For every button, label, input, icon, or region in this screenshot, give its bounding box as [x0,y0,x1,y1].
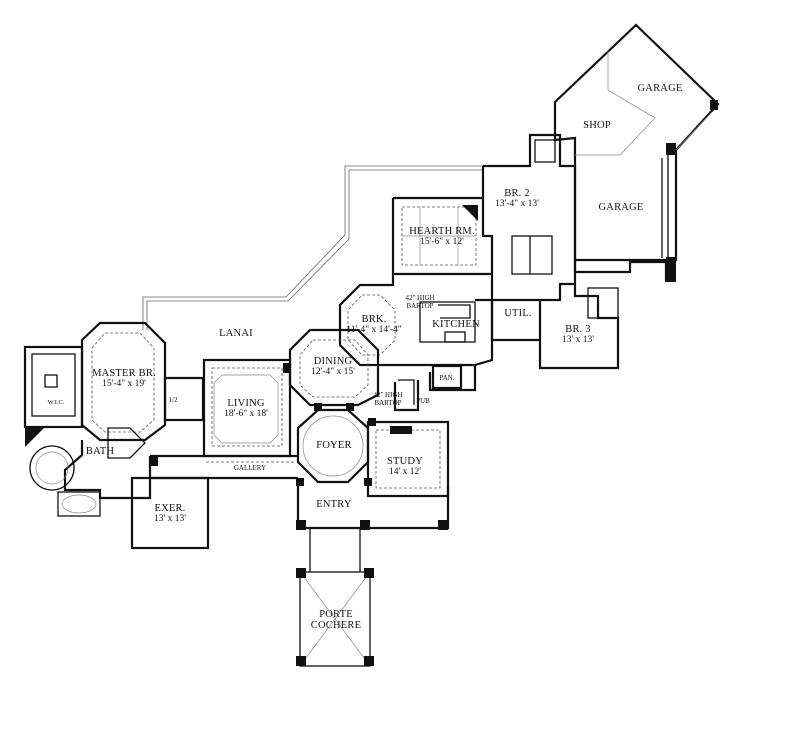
gallery-block [150,454,298,480]
porte-name: PORTE [319,609,353,620]
hearth-label: HEARTH RM. 15'-6" x 12' [409,226,475,248]
bartop-dining-line2: BARTOP [374,399,402,407]
pub-name: PUB [416,397,430,405]
bartop-kitchen-line2: BARTOP [406,302,434,310]
brk-name: BRK. [361,314,387,325]
study-block [366,418,450,498]
lanai-outline [142,165,483,330]
porte-cochere-label: PORTE COCHERE [311,609,361,631]
garage-wing [553,23,720,282]
gallery-label: GALLERY [234,464,266,472]
hearth-dims: 15'-6" x 12' [420,237,464,247]
lanai-name: LANAI [219,328,253,339]
bartop-dining-note: 42" HIGH BARTOP [373,391,402,407]
master-label: MASTER BR. 15'-4" x 19' [92,368,156,390]
dining-label: DINING 12'-4" x 15' [311,356,355,378]
master-dims: 15'-4" x 19' [102,379,146,389]
foyer-label: FOYER [316,440,351,451]
study-dims: 14' x 12' [389,467,421,477]
wic-name: W.I.C. [47,399,65,406]
shop-label: SHOP [583,120,611,131]
porte-cochere [296,568,374,667]
bath-label: BATH [86,446,114,457]
study-name: STUDY [386,456,424,467]
entry-name: ENTRY [316,499,352,510]
garage-upper-name: GARAGE [637,83,683,94]
br3-label: BR. 3 13' x 13' [562,324,594,346]
br3-dims: 13' x 13' [562,335,594,345]
exer-name: EXER. [154,503,186,514]
living-label: LIVING 18'-6" x 18' [224,398,268,420]
bartop-dining-line1: 42" HIGH [373,391,403,399]
brk-label: BRK. 11'-4" x 14'-4" [346,314,401,336]
pan-name: PAN. [439,374,455,382]
study-label: STUDY 14' x 12' [387,456,423,478]
bartop-kitchen-line1: 42" HIGH [405,294,435,302]
bedroom-2-block [481,133,577,302]
shop-name: SHOP [583,120,611,131]
util-label: UTIL. [504,308,532,319]
br2-name: BR. 2 [504,188,530,199]
brk-dims: 11'-4" x 14'-4" [346,325,402,335]
bartop-kitchen-note: 42" HIGH BARTOP [405,294,434,310]
kitchen-name: KITCHEN [432,319,480,330]
gallery-name: GALLERY [233,464,267,472]
half-bath-label: 1/2 [169,396,178,404]
garage-lower-name: GARAGE [598,202,644,213]
entry-block [296,486,450,572]
util-name: UTIL. [504,308,532,319]
foyer-name: FOYER [316,440,352,451]
wic-label: W.I.C. [48,399,65,406]
master-bath-block [23,345,152,517]
garage-lower-label: GARAGE [599,202,644,213]
br2-dims: 13'-4" x 13' [495,199,539,209]
master-name: MASTER BR. [92,368,156,379]
cochere-name: COCHERE [310,620,362,631]
dining-dims: 12'-4" x 15' [311,367,355,377]
exercise-block [130,456,210,550]
living-name: LIVING [227,398,265,409]
kitchen-label: KITCHEN [432,319,479,330]
pub-label: PUB [416,397,430,405]
pan-label: PAN. [439,374,454,382]
br2-label: BR. 2 13'-4" x 13' [495,188,539,210]
half-bath-name: 1/2 [168,396,178,404]
dining-name: DINING [313,356,353,367]
bath-name: BATH [85,446,115,457]
br3-name: BR. 3 [565,324,591,335]
entry-label: ENTRY [316,499,351,510]
master-bedroom-block [80,321,205,442]
living-dims: 18'-6" x 18' [224,409,268,419]
exer-dims: 13' x 13' [154,514,186,524]
pantry-pub [393,364,463,412]
exer-label: EXER. 13' x 13' [154,503,186,525]
garage-upper-label: GARAGE [638,83,683,94]
lanai-label: LANAI [219,328,253,339]
hearth-name: HEARTH RM. [409,226,475,237]
bedroom-3-block [490,284,620,370]
